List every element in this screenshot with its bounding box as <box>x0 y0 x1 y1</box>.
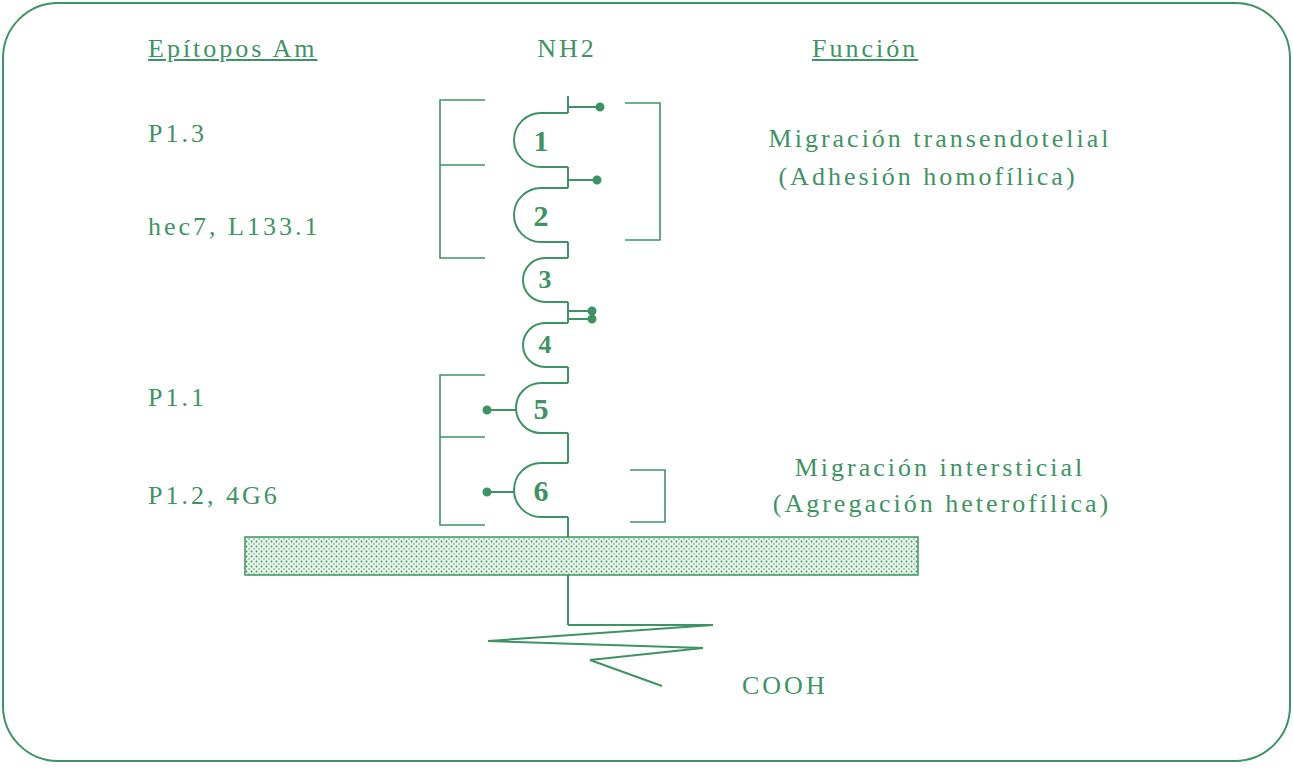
ig-domain: 2 <box>514 188 568 242</box>
epitope-bracket <box>440 375 485 525</box>
ig-domain: 4 <box>523 323 568 367</box>
domain-loop <box>514 463 568 517</box>
epitope-bracket <box>440 100 485 258</box>
epitope-label: P1.2, 4G6 <box>148 481 280 511</box>
domain-loop <box>523 323 568 367</box>
bond-dot <box>589 316 596 323</box>
function-label: Migración transendotelial <box>769 124 1112 154</box>
function-bracket <box>630 470 665 522</box>
column-header: Epítopos Am <box>148 34 318 64</box>
domain-number: 5 <box>534 392 549 425</box>
domain-number: 6 <box>534 474 549 507</box>
terminus-label: NH2 <box>537 34 597 64</box>
backbone-connector <box>567 302 569 323</box>
cytoplasmic-tail <box>488 625 713 686</box>
domain-loop <box>514 113 568 167</box>
bond-markers <box>484 104 604 496</box>
ig-domain: 1 <box>514 113 568 167</box>
domain-loop <box>523 258 568 302</box>
domain-loop <box>516 383 568 433</box>
function-label: Migración intersticial <box>795 453 1086 483</box>
ig-domain: 3 <box>523 258 568 302</box>
domain-number: 2 <box>534 199 549 232</box>
backbone-segment <box>567 96 569 113</box>
domain-label-holder: 6 <box>514 463 568 517</box>
bond-dot <box>484 489 491 496</box>
backbone-connector <box>567 167 569 188</box>
function-label: (Adhesión homofílica) <box>778 162 1077 192</box>
brackets <box>440 100 665 525</box>
ig-domain: 5 <box>516 383 568 433</box>
domain-number: 1 <box>534 124 549 157</box>
domain-label-holder: 4 <box>523 323 567 367</box>
function-label: (Agregación heterofílica) <box>773 489 1111 519</box>
epitope-label: P1.1 <box>148 383 207 413</box>
bond-dot <box>589 308 596 315</box>
domain-label-holder: 3 <box>523 258 567 302</box>
domain-number: 3 <box>539 266 552 295</box>
column-header: Función <box>812 34 918 64</box>
frame <box>3 3 1290 761</box>
backbone <box>488 96 713 686</box>
domain-loop <box>514 188 568 242</box>
cell-membrane <box>245 537 918 575</box>
epitope-label: P1.3 <box>148 119 207 149</box>
backbone-connector <box>567 433 569 463</box>
domain-number: 4 <box>539 331 552 360</box>
ig-domain: 6 <box>514 463 568 517</box>
bond-stub <box>568 106 600 108</box>
function-bracket <box>625 103 660 240</box>
bond-dot <box>597 104 604 111</box>
bond-dot <box>484 407 491 414</box>
domain-label-holder: 5 <box>516 383 566 433</box>
backbone-connector <box>567 367 569 383</box>
terminus-label: COOH <box>742 671 828 701</box>
domain-label-holder: 2 <box>514 188 568 242</box>
bond-dot <box>594 177 601 184</box>
backbone-connector <box>567 242 569 258</box>
domain-label-holder: 1 <box>514 113 568 167</box>
epitope-label: hec7, L133.1 <box>148 212 320 242</box>
